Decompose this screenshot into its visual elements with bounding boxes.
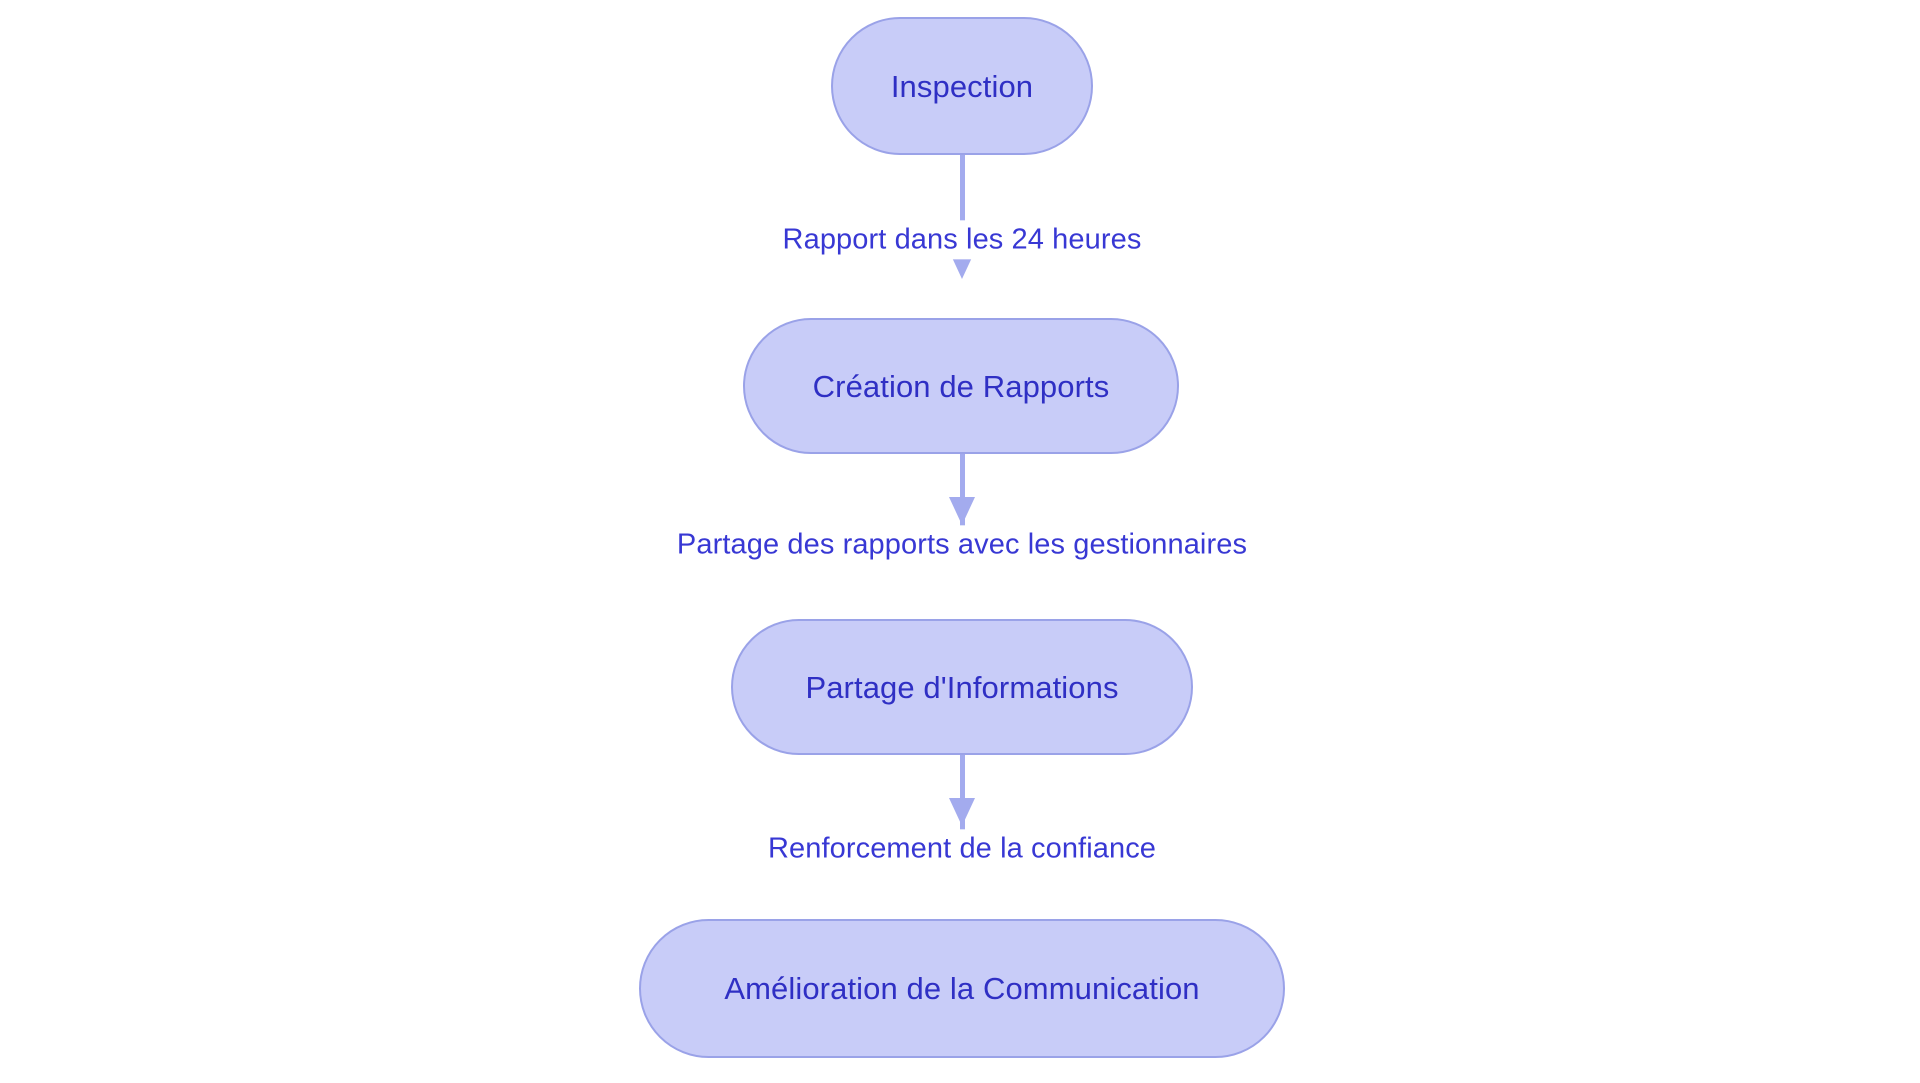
edge-line-inspection-to-creation-rapports bbox=[960, 155, 965, 253]
node-label-partage-informations: Partage d'Informations bbox=[805, 669, 1119, 705]
edge-label-renforcement-de-la-confiance: Renforcement de la confiance bbox=[763, 829, 1161, 869]
node-partage-informations[interactable]: Partage d'Informations bbox=[731, 619, 1193, 755]
node-label-inspection: Inspection bbox=[890, 68, 1034, 104]
arrow-down-icon bbox=[949, 497, 975, 525]
node-label-amelioration-communication: Amélioration de la Communication bbox=[724, 971, 1200, 1006]
node-label-creation-rapports: Création de Rapports bbox=[812, 368, 1110, 404]
node-inspection[interactable]: Inspection bbox=[831, 17, 1093, 155]
edge-label-partage-des-rapports-avec-les-gestionnaires: Partage des rapports avec les gestionnai… bbox=[672, 525, 1252, 565]
edge-label-rapport-dans-les-24-heures: Rapport dans les 24 heures bbox=[778, 220, 1146, 260]
node-creation-rapports[interactable]: Création de Rapports bbox=[743, 318, 1179, 454]
arrow-down-icon bbox=[949, 798, 975, 826]
node-amelioration-communication[interactable]: Amélioration de la Communication bbox=[639, 919, 1285, 1058]
